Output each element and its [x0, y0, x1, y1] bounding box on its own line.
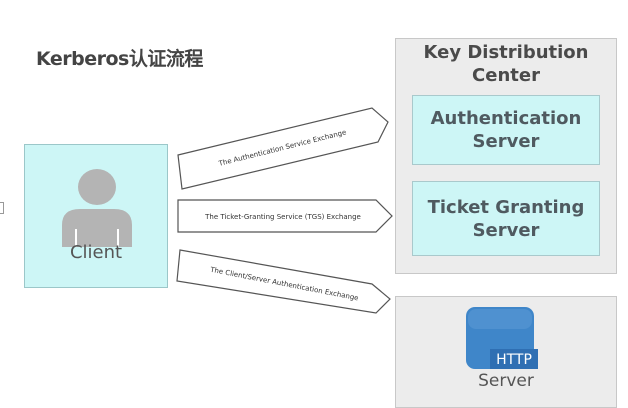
client-server-exchange-arrow: The Client/Server Authentication Exchang…: [176, 249, 391, 314]
tgs-exchange-arrow: The Ticket-Granting Service (TGS) Exchan…: [177, 199, 393, 233]
client-label: Client: [69, 242, 123, 263]
client-box: Client: [24, 144, 168, 288]
tgs-exchange-label: The Ticket-Granting Service (TGS) Exchan…: [204, 213, 361, 221]
ticket-granting-server-box: Ticket Granting Server: [412, 181, 600, 256]
server-label: Server: [478, 371, 534, 391]
diagram-title: Kerberos认证流程: [36, 48, 203, 70]
kdc-title: Key Distribution Center: [423, 42, 589, 86]
edge-mark: [0, 202, 4, 214]
authentication-server-box: Authentication Server: [412, 95, 600, 165]
http-server-icon: HTTP: [466, 307, 538, 369]
user-icon: [62, 169, 132, 247]
http-label: HTTP: [496, 352, 532, 368]
authentication-service-exchange-arrow: The Authentication Service Exchange: [177, 107, 389, 190]
server-box: HTTP Server: [395, 296, 617, 408]
kdc-box: Key Distribution Center Authentication S…: [395, 38, 617, 274]
